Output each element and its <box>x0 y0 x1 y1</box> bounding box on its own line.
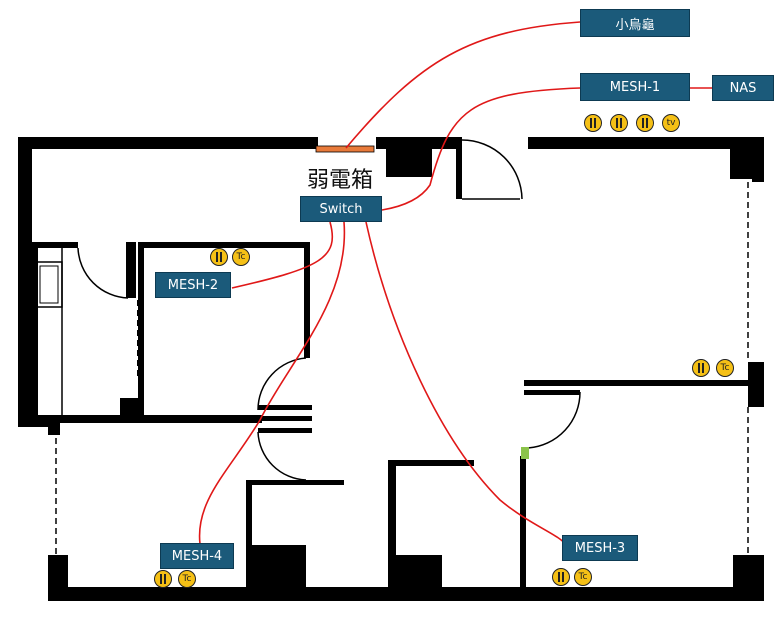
network-jack-icon <box>692 359 710 377</box>
tc-icon: Tc <box>574 568 592 586</box>
cable-switch-mesh4 <box>198 221 346 545</box>
wall-mesh2-top <box>138 242 310 248</box>
wall-center-top <box>388 460 474 466</box>
wall-center-block <box>396 555 442 589</box>
door-mesh2 <box>257 357 307 411</box>
wall-left-bottom <box>48 555 68 601</box>
wall-mesh2-right <box>304 242 310 358</box>
walls <box>18 137 764 601</box>
wall-mesh2-bottom <box>120 398 142 420</box>
node-xiaowudai: 小烏龜 <box>580 9 690 37</box>
door-room3 <box>527 391 581 449</box>
wall-bath-left <box>32 242 38 422</box>
tc-icon: Tc <box>232 248 250 266</box>
cable-xiaowudai-weakbox <box>345 21 581 149</box>
wall-top-left <box>18 137 318 149</box>
node-nas: NAS <box>712 75 774 101</box>
network-jack-icon <box>610 114 628 132</box>
wall-closet-top <box>246 480 344 485</box>
weak-box-orange <box>315 145 375 153</box>
door-bath <box>77 247 129 299</box>
network-jack-icon <box>636 114 654 132</box>
wall-door-stub-1 <box>258 405 312 410</box>
weak-box-block <box>386 137 432 177</box>
cable-switch-mesh2 <box>231 221 334 289</box>
weak-box-label: 弱電箱 <box>307 168 374 193</box>
tc-icon: Tc <box>716 359 734 377</box>
door-marker <box>521 447 529 459</box>
wall-door-stub-3 <box>258 428 312 433</box>
node-mesh3: MESH-3 <box>562 535 638 561</box>
wall-top-door-frame <box>456 137 462 199</box>
wall-right-bottom <box>733 555 764 601</box>
network-jack-icon <box>210 248 228 266</box>
node-switch: Switch <box>300 196 382 222</box>
wall-bath-top <box>32 242 78 248</box>
wall-left-upper <box>18 137 32 427</box>
network-jack-icon <box>552 568 570 586</box>
tc-icon: Tc <box>178 570 196 588</box>
cables <box>198 21 712 546</box>
node-mesh4: MESH-4 <box>160 543 234 569</box>
network-jack-icon <box>584 114 602 132</box>
wall-center-left <box>388 460 396 590</box>
wall-room3-top <box>524 380 754 386</box>
wall-top-right <box>528 137 764 149</box>
wall-closet-block <box>252 545 306 589</box>
node-mesh2: MESH-2 <box>155 272 231 298</box>
wall-closet-left <box>246 480 252 590</box>
wall-right-mid <box>748 362 764 407</box>
wall-room3-top2 <box>524 390 580 395</box>
cable-mesh1-switch <box>381 87 581 211</box>
node-mesh1: MESH-1 <box>580 73 690 101</box>
network-jack-icon <box>154 570 172 588</box>
door-top <box>461 139 523 200</box>
tv-icon: tv <box>662 114 680 132</box>
cable-switch-mesh3 <box>365 221 567 546</box>
wall-door-stub-2 <box>258 416 312 421</box>
bath-fixture-inner <box>39 265 59 304</box>
wall-room3-left <box>520 456 526 590</box>
wall-bottom <box>48 587 764 601</box>
wall-mesh2-left-a <box>126 242 136 298</box>
corner-top-right <box>730 137 760 179</box>
door-lower <box>257 431 307 481</box>
wall-mid-horizontal <box>32 415 262 423</box>
thin-lines <box>35 182 749 555</box>
